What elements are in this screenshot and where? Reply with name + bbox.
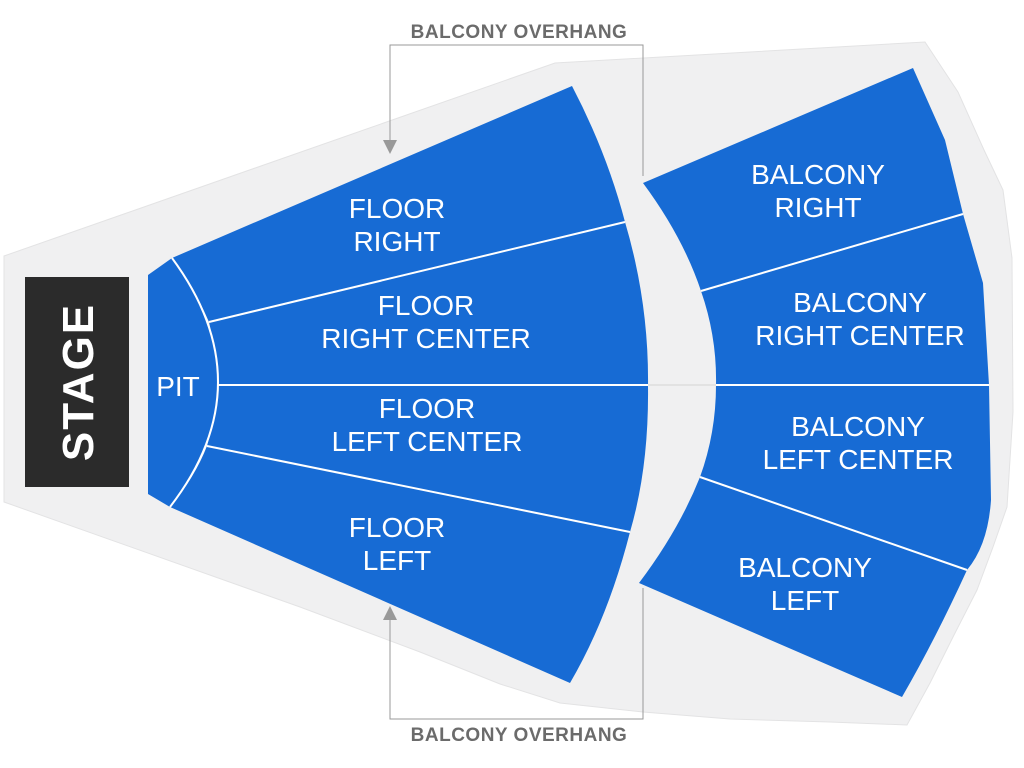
section-balcony-right-center[interactable] — [701, 214, 989, 385]
overhang-bottom-arrow-icon — [383, 606, 397, 620]
balcony-divider-left — [699, 476, 968, 571]
section-balcony-right[interactable] — [643, 68, 963, 291]
floor-sections — [148, 86, 649, 683]
overhang-top-label: BALCONY OVERHANG — [411, 22, 628, 43]
section-balcony-left[interactable] — [639, 477, 967, 697]
balcony-sections — [639, 68, 991, 697]
section-floor-right-center[interactable] — [209, 222, 649, 386]
section-floor-left[interactable] — [170, 446, 630, 683]
balcony-divider-right — [700, 213, 964, 292]
section-dividers — [169, 213, 989, 571]
stage: STAGE — [25, 277, 129, 487]
stage-label: STAGE — [54, 303, 103, 461]
floor-divider-right — [208, 221, 626, 323]
section-floor-right[interactable] — [172, 86, 625, 322]
section-floor-left-center[interactable] — [207, 384, 649, 532]
overhang-top-bracket — [389, 44, 644, 176]
overhang-top-arrow-icon — [383, 140, 397, 154]
floor-divider-left — [206, 445, 631, 533]
overhang-callout-bottom: BALCONY OVERHANG — [383, 588, 644, 746]
overhang-bottom-label: BALCONY OVERHANG — [411, 725, 628, 746]
pit-arc-divider — [169, 257, 219, 508]
section-balcony-left-center[interactable] — [700, 385, 991, 570]
overhang-callout-top: BALCONY OVERHANG — [383, 22, 644, 176]
overhang-bottom-bracket — [389, 588, 644, 720]
section-pit[interactable] — [148, 258, 219, 507]
stage-block — [25, 277, 129, 487]
